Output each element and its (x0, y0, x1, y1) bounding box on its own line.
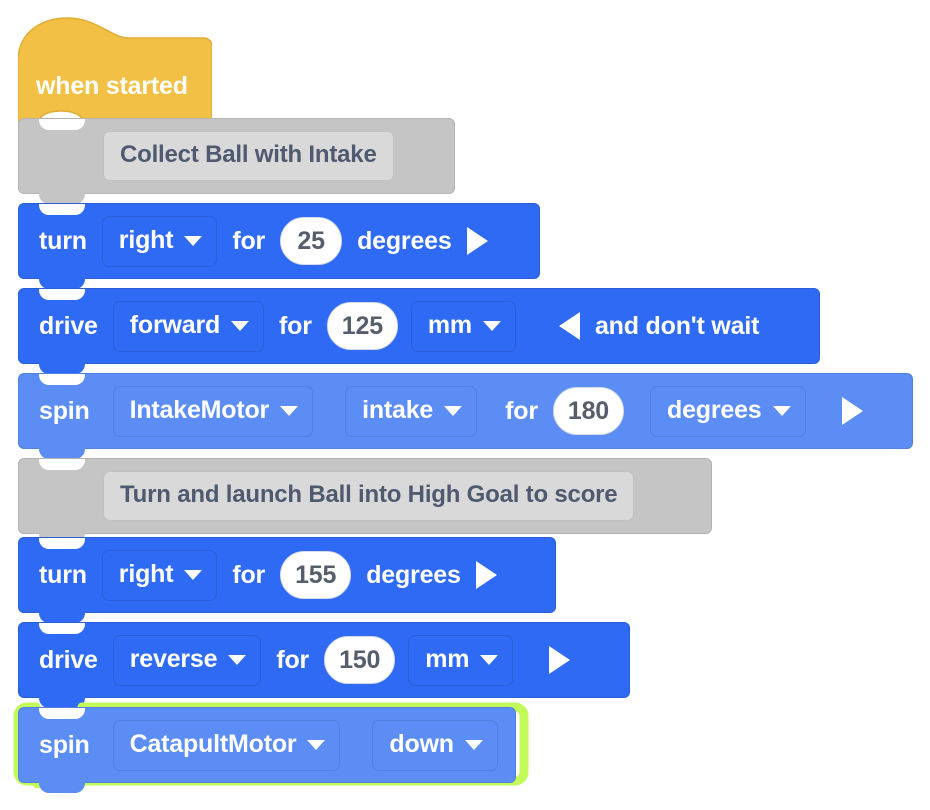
spin-for-label: for (505, 396, 538, 425)
block-notch (39, 374, 85, 385)
turn-for-label: for (232, 560, 266, 589)
block-when-started[interactable]: when started (18, 16, 212, 122)
chevron-down-icon (231, 321, 250, 331)
block-spin-intakemotor[interactable]: spin IntakeMotor intake for 180 degrees (18, 373, 913, 459)
chevron-down-icon (184, 236, 203, 246)
block-spin-catapultmotor[interactable]: spin CatapultMotor down (18, 707, 516, 793)
chevron-down-icon (280, 406, 299, 416)
block-notch (39, 708, 85, 719)
spin-unit-value: degrees (667, 395, 762, 424)
hat-block-shape (18, 17, 212, 122)
spin-motor-value: IntakeMotor (129, 395, 270, 424)
chevron-down-icon (228, 655, 247, 665)
play-triangle-right-icon[interactable] (475, 561, 497, 589)
turn-verb-label: turn (39, 560, 87, 589)
block-drive-forward-125[interactable]: drive forward for 125 mm and don't wait (18, 288, 820, 374)
spin-motor-dropdown[interactable]: CatapultMotor (112, 719, 341, 771)
turn-amount-input[interactable]: 25 (280, 217, 343, 265)
comment-text: Turn and launch Ball into High Goal to s… (103, 471, 635, 521)
chevron-down-icon (307, 740, 326, 750)
spin-motor-value: CatapultMotor (129, 729, 297, 758)
chevron-down-icon (482, 321, 501, 331)
turn-unit-label: degrees (366, 560, 461, 589)
drive-unit-dropdown[interactable]: mm (410, 300, 516, 352)
chevron-down-icon (480, 655, 499, 665)
play-triangle-right-icon[interactable] (549, 646, 571, 674)
spin-amount-input[interactable]: 180 (552, 387, 624, 435)
chevron-down-icon (464, 740, 483, 750)
play-triangle-right-icon[interactable] (466, 227, 488, 255)
drive-unit-value: mm (427, 310, 472, 339)
block-comment-turn-launch[interactable]: Turn and launch Ball into High Goal to s… (18, 458, 712, 544)
spin-verb-label: spin (39, 730, 90, 759)
spin-unit-dropdown[interactable]: degrees (650, 385, 806, 437)
drive-direction-dropdown[interactable]: forward (112, 300, 265, 352)
spin-direction-dropdown[interactable]: down (372, 719, 498, 771)
spin-motor-dropdown[interactable]: IntakeMotor (112, 385, 314, 437)
chevron-down-icon (444, 406, 463, 416)
drive-wait-label: and don't wait (594, 311, 760, 340)
chevron-down-icon (772, 406, 791, 416)
drive-for-label: for (279, 311, 312, 340)
spin-direction-dropdown[interactable]: intake (345, 385, 478, 437)
drive-unit-value: mm (425, 644, 470, 673)
turn-direction-value: right (118, 559, 174, 588)
play-triangle-left-icon[interactable] (558, 312, 580, 340)
spin-direction-value: intake (362, 395, 434, 424)
block-turn-right-25[interactable]: turn right for 25 degrees (18, 203, 540, 289)
block-notch (39, 289, 85, 300)
turn-verb-label: turn (39, 226, 87, 255)
spin-direction-value: down (389, 729, 454, 758)
drive-amount-input[interactable]: 125 (326, 302, 398, 350)
block-notch (39, 623, 85, 634)
drive-verb-label: drive (39, 645, 98, 674)
block-notch (39, 119, 85, 130)
chevron-down-icon (184, 570, 203, 580)
drive-unit-dropdown[interactable]: mm (408, 634, 514, 686)
turn-direction-value: right (118, 225, 174, 254)
block-notch (39, 204, 85, 215)
comment-text: Collect Ball with Intake (103, 131, 394, 181)
drive-for-label: for (276, 645, 310, 674)
block-turn-right-155[interactable]: turn right for 155 degrees (18, 537, 556, 623)
turn-direction-dropdown[interactable]: right (101, 215, 218, 267)
spin-verb-label: spin (39, 396, 90, 425)
drive-direction-value: forward (129, 310, 221, 339)
drive-direction-value: reverse (129, 644, 218, 673)
turn-unit-label: degrees (357, 226, 452, 255)
turn-amount-input[interactable]: 155 (280, 551, 352, 599)
drive-amount-input[interactable]: 150 (324, 636, 396, 684)
play-triangle-right-icon[interactable] (841, 397, 863, 425)
block-comment-collect-ball[interactable]: Collect Ball with Intake (18, 118, 455, 204)
block-drive-reverse-150[interactable]: drive reverse for 150 mm (18, 622, 630, 708)
drive-direction-dropdown[interactable]: reverse (112, 634, 262, 686)
when-started-label: when started (36, 72, 188, 100)
turn-for-label: for (232, 226, 266, 255)
turn-direction-dropdown[interactable]: right (101, 549, 218, 601)
block-notch (39, 459, 85, 470)
block-notch (39, 538, 85, 549)
drive-verb-label: drive (39, 311, 98, 340)
